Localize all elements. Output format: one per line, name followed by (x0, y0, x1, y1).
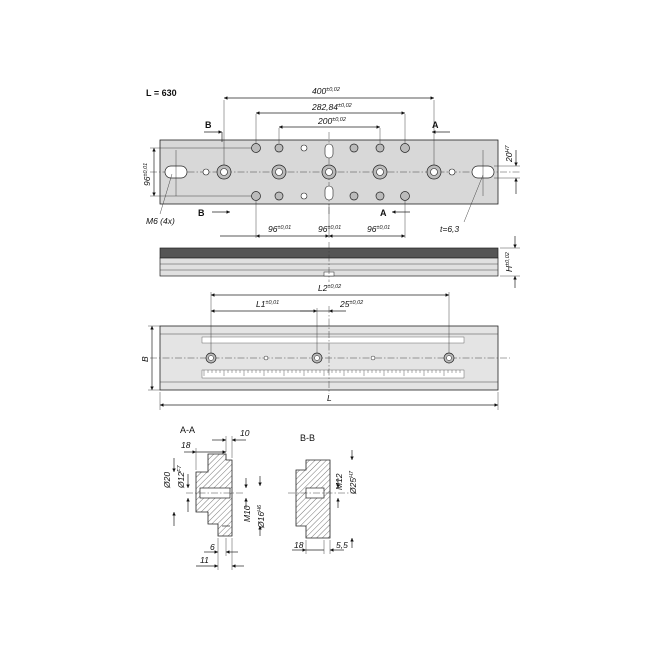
offset-holes (251, 143, 410, 201)
side-view: H±0,02 (159, 236, 520, 288)
aa-m10: M10 (242, 505, 252, 522)
section-bb: B-B M12 Ø25H7 18 5,5 (288, 433, 358, 554)
bb-d55: 5,5 (336, 540, 348, 550)
dim-200: 200±0,02 (317, 116, 346, 126)
aa-d11: 11 (200, 555, 209, 565)
aa-d18: 18 (181, 440, 191, 450)
bb-d25: Ø25H7 (348, 470, 358, 495)
scale-markings (201, 336, 465, 379)
dim-h: H±0,02 (504, 252, 514, 272)
scale-view: L2±0,02 L1±0,01 25±0,02 B L (140, 283, 510, 410)
length-title: L = 630 (146, 88, 177, 98)
thread-label: M6 (4x) (146, 216, 175, 226)
dim-l: L (327, 393, 332, 403)
bb-m12: M12 (334, 473, 344, 490)
bushing-holes (202, 164, 456, 180)
dim-96-right: 96±0,01 (367, 224, 390, 234)
aa-d20: Ø20 (162, 472, 172, 489)
scale-ticks (203, 370, 461, 376)
section-b-top: B (205, 120, 212, 130)
aa-d6: 6 (210, 542, 215, 552)
top-view: 400±0,02 282,84±0,02 200±0,02 96±0,01 96… (142, 86, 520, 238)
section-bb-title: B-B (300, 433, 315, 443)
section-aa-title: A-A (180, 425, 195, 435)
dim-l1: L1±0,01 (256, 299, 279, 309)
dim-96-left: 96±0,01 (268, 224, 291, 234)
aa-d10: 10 (240, 428, 250, 438)
section-a-top: A (432, 120, 439, 130)
dim-96-vert: 96±0,01 (142, 163, 152, 186)
dim-400: 400±0,02 (312, 86, 340, 96)
depth-label: t=6,3 (440, 224, 459, 234)
bb-d18: 18 (294, 540, 304, 550)
section-a-bottom: A (380, 208, 387, 218)
aa-d12: Ø12F7 (176, 465, 186, 489)
dim-25: 25±0,02 (339, 299, 363, 309)
dim-282: 282,84±0,02 (311, 102, 352, 112)
section-b-bottom: B (198, 208, 205, 218)
aa-d16: Ø16H6 (256, 504, 266, 529)
dim-l2: L2±0,02 (318, 283, 341, 293)
section-aa: A-A 18 10 Ø20 Ø12F7 M10 Ø16H6 6 (162, 425, 266, 570)
dim-b: B (140, 356, 150, 362)
dim-96-mid: 96±0,01 (318, 224, 341, 234)
dim-20: 20H7 (504, 145, 514, 163)
section-bb-body (295, 459, 331, 539)
